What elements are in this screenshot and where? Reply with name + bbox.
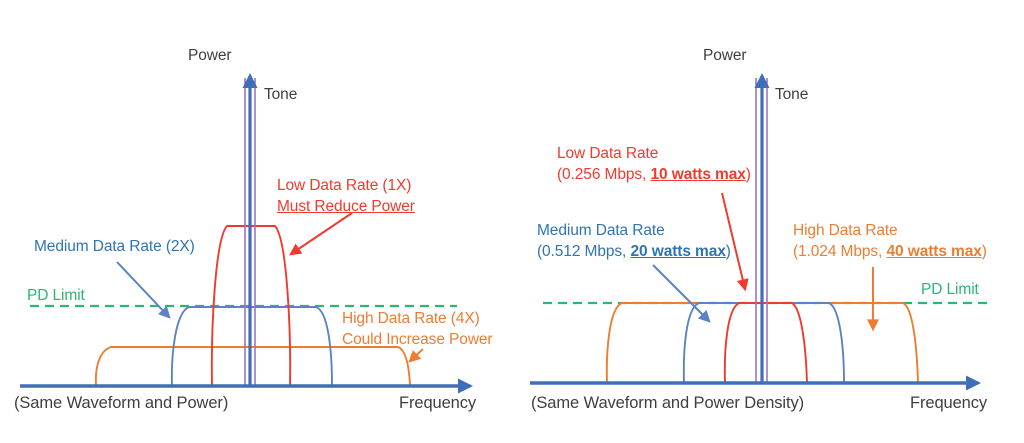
- low-rate-watts-max: 10 watts max: [650, 166, 746, 183]
- right-diagram: [530, 73, 988, 391]
- low-rate-spectrum-curve: [723, 302, 808, 384]
- low-data-rate-line1: Low Data Rate: [557, 145, 659, 162]
- frequency-axis-label: Frequency: [399, 394, 477, 412]
- low-rate-close-paren: ): [745, 166, 751, 183]
- medium-rate-arrow: [116, 261, 171, 319]
- tone-label: Tone: [264, 86, 298, 103]
- high-rate-spectrum-curve: [94, 346, 411, 386]
- high-data-rate-label: High Data Rate (4X) Could Increase Power: [342, 308, 493, 350]
- low-data-rate-label: Low Data Rate (0.256 Mbps, 10 watts max): [557, 143, 751, 185]
- pd-limit-label: PD Limit: [921, 281, 979, 298]
- high-rate-arrow: [408, 348, 424, 363]
- low-data-rate-line1: Low Data Rate (1X): [277, 177, 412, 194]
- tone-spike: [244, 78, 256, 385]
- axis-caption: (Same Waveform and Power Density): [531, 394, 805, 412]
- low-rate-arrow: [289, 212, 353, 256]
- high-data-rate-line1: High Data Rate (4X): [342, 310, 480, 327]
- low-rate-arrow: [721, 192, 749, 292]
- power-axis-label: Power: [188, 47, 232, 64]
- frequency-axis-label: Frequency: [910, 394, 988, 412]
- axis-caption: (Same Waveform and Power): [14, 394, 229, 412]
- low-data-rate-line2: (0.256 Mbps, 10 watts max): [557, 164, 751, 185]
- tone-spike: [755, 78, 768, 383]
- pd-limit-label: PD Limit: [27, 287, 85, 304]
- low-data-rate-label: Low Data Rate (1X) Must Reduce Power: [277, 175, 415, 217]
- high-data-rate-label: High Data Rate (1.024 Mbps, 40 watts max…: [793, 220, 987, 262]
- power-axis-label: Power: [703, 47, 747, 64]
- low-rate-specs: (0.256 Mbps,: [557, 166, 651, 183]
- tone-label: Tone: [775, 86, 809, 103]
- high-data-rate-line2: Could Increase Power: [342, 331, 493, 348]
- medium-rate-spectrum-curve: [682, 302, 845, 384]
- high-data-rate-line1: High Data Rate: [793, 222, 898, 239]
- medium-data-rate-line2: (0.512 Mbps, 20 watts max): [537, 241, 731, 262]
- high-rate-watts-max: 40 watts max: [886, 243, 982, 260]
- medium-rate-watts-max: 20 watts max: [630, 243, 726, 260]
- medium-rate-close-paren: ): [725, 243, 731, 260]
- medium-rate-spectrum-curve: [170, 306, 333, 386]
- medium-data-rate-line1: Medium Data Rate: [537, 222, 665, 239]
- high-rate-specs: (1.024 Mbps,: [793, 243, 887, 260]
- left-diagram: [20, 73, 473, 394]
- high-rate-close-paren: ): [981, 243, 987, 260]
- medium-data-rate-label: Medium Data Rate (0.512 Mbps, 20 watts m…: [537, 220, 731, 262]
- medium-rate-arrow: [652, 264, 711, 323]
- medium-rate-specs: (0.512 Mbps,: [537, 243, 631, 260]
- medium-data-rate-label: Medium Data Rate (2X): [34, 238, 195, 255]
- low-data-rate-line2: Must Reduce Power: [277, 198, 415, 215]
- high-data-rate-line2: (1.024 Mbps, 40 watts max): [793, 241, 987, 262]
